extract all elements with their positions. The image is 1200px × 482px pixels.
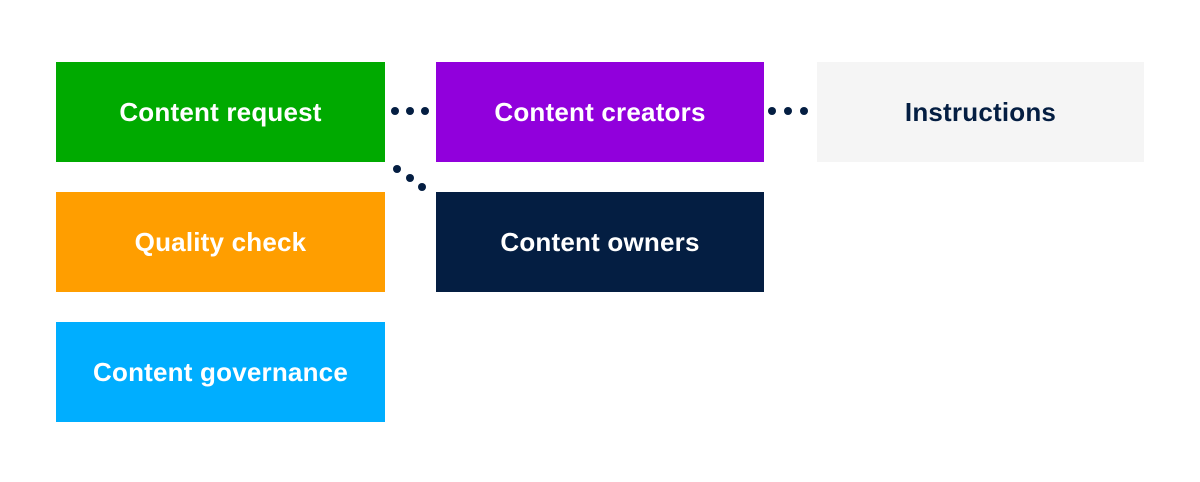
connector-dot	[800, 107, 808, 115]
dotted-connector-request-to-creators	[391, 107, 429, 115]
connector-dot	[406, 174, 414, 182]
box-instructions: Instructions	[817, 62, 1144, 162]
box-quality-check-label: Quality check	[134, 226, 307, 257]
box-content-request: Content request	[56, 62, 385, 162]
box-instructions-label: Instructions	[904, 96, 1057, 127]
connector-dot	[391, 107, 399, 115]
box-content-request-label: Content request	[119, 96, 322, 127]
box-content-owners: Content owners	[436, 192, 764, 292]
box-content-governance: Content governance	[56, 322, 385, 422]
connector-dot	[784, 107, 792, 115]
box-content-creators-label: Content creators	[494, 96, 706, 127]
connector-dot	[768, 107, 776, 115]
connector-dot	[406, 107, 414, 115]
connector-dot	[421, 107, 429, 115]
box-content-creators: Content creators	[436, 62, 764, 162]
box-content-owners-label: Content owners	[500, 226, 700, 257]
dotted-connector-creators-to-instructions	[768, 107, 808, 115]
box-content-governance-label: Content governance	[93, 356, 348, 387]
connector-dot	[393, 165, 401, 173]
connector-dot	[418, 183, 426, 191]
box-quality-check: Quality check	[56, 192, 385, 292]
